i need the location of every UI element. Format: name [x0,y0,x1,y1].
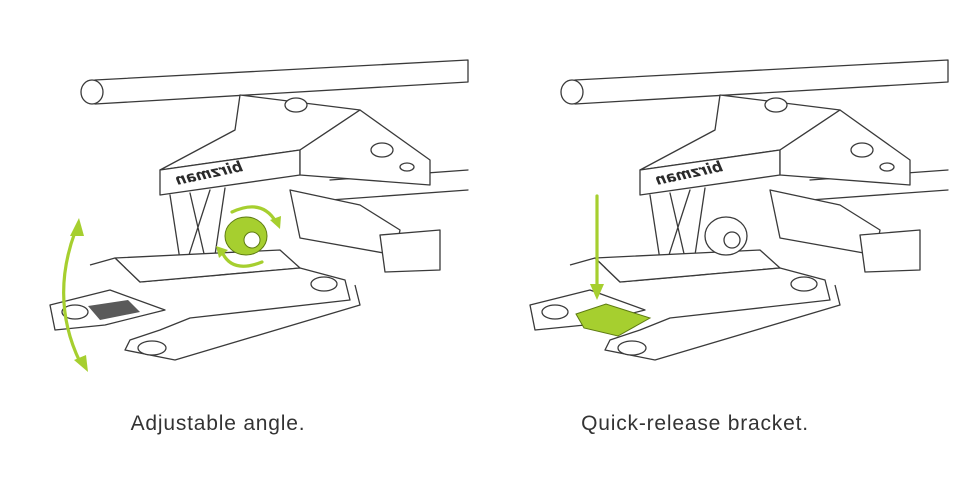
clamp-side-arm [299,109,431,186]
mount-hole-front [137,340,167,356]
rail-bar [94,59,469,105]
base-plate [89,257,361,361]
base-plate [569,257,841,361]
clamp-side-arm [779,109,911,186]
rail-end [560,79,584,105]
release-lever [575,303,652,337]
clamp-slot [879,162,895,172]
mount-illustration-release: birzman [529,59,949,361]
mount-hole-left [541,304,569,320]
release-lever [88,300,140,320]
diagram-panel-quick-release: birzman Quick-release bracket. [480,0,960,491]
mount-hole-right [310,276,338,292]
clamp-bolt-side [850,142,874,158]
clamp-lower-block [859,229,921,273]
hex-socket [723,231,741,249]
caption-quick-release: Quick-release bracket. [581,412,809,435]
support-struts [649,187,706,261]
caption-adjustable-angle: Adjustable angle. [130,412,306,435]
clamp-bolt-top [284,97,308,113]
diagram-panel-adjustable-angle: birzman Adjustable angle. [49,59,469,435]
mount-hole-right [790,276,818,292]
rail-end [80,79,104,105]
clamp-lower-block [379,229,441,273]
mount-hole-left [61,304,89,320]
hex-socket [243,231,261,249]
mount-illustration-angle: birzman [49,59,469,372]
bolt-rotation-arrow-top [230,205,278,224]
bolt-rotation-arrow-bottom [220,250,264,268]
mount-hole-front [617,340,647,356]
rail-bar [574,59,949,105]
clamp-bolt-side [370,142,394,158]
clamp-bolt-top [764,97,788,113]
tilt-double-arrow [62,230,82,364]
support-struts [169,187,226,261]
clamp-slot [399,162,415,172]
